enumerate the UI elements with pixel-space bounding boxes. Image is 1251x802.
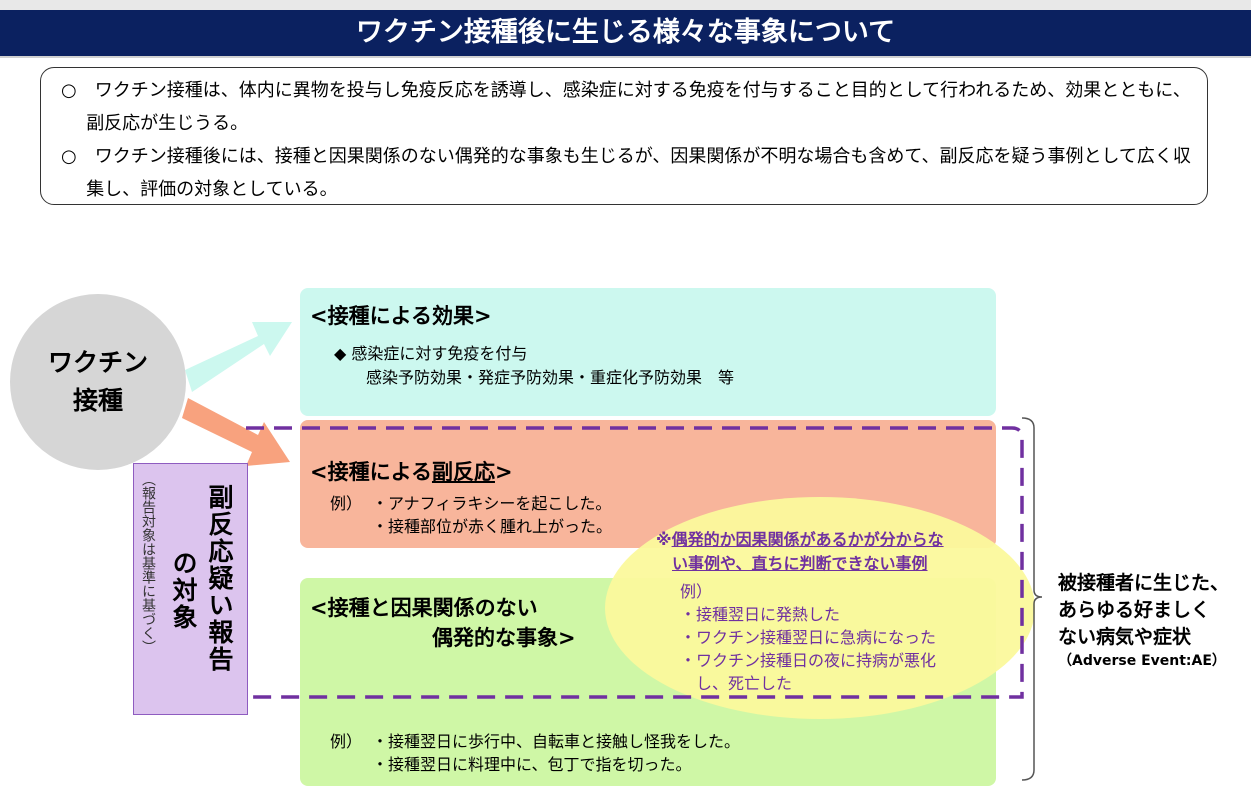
unclear-title: ※偶発的か因果関係があるかが分からな い事例や、直ちに判断できない事例	[656, 528, 944, 576]
adverse-title-post: >	[494, 460, 513, 484]
unclear-example-2: ・ワクチン接種翌日に急病になった	[680, 628, 937, 647]
adverse-title-pre: <接種による	[310, 460, 432, 484]
circle-line-2: 接種	[72, 386, 123, 415]
unclear-example-3: ・ワクチン接種日の夜に持病が悪化	[680, 651, 937, 670]
adverse-title-underlined: 副反応	[431, 460, 495, 484]
effect-box: <接種による効果> ◆ 感染症に対す免疫を付与 感染予防効果・発症予防効果・重症…	[300, 288, 996, 416]
report-label-sub: （報告対象は基準に基づく）	[140, 472, 156, 654]
coincidental-example-2: ・接種翌日に料理中に、包丁で指を切った。	[372, 755, 692, 774]
ae-line-2: あらゆる好ましく	[1058, 599, 1211, 621]
effect-bullet: ◆ 感染症に対す免疫を付与	[334, 344, 528, 363]
coincidental-example-1: ・接種翌日に歩行中、自転車と接触し怪我をした。	[372, 732, 741, 751]
unclear-example-label: 例）	[680, 582, 713, 601]
adverse-example-1: ・アナフィラキシーを起こした。	[372, 494, 612, 513]
vaccination-circle: ワクチン接種	[10, 294, 186, 470]
top-strip	[0, 0, 1251, 10]
unclear-title-1: 偶発的か因果関係があるかが分からな	[671, 530, 944, 549]
intro-paragraph-1: ○ ワクチン接種は、体内に異物を投与し免疫反応を誘導し、感染症に対する免疫を付与…	[61, 80, 1191, 134]
report-label-main-2: の対象	[169, 550, 198, 631]
page-title: ワクチン接種後に生じる様々な事象について	[0, 10, 1251, 58]
ae-english: （Adverse Event:AE）	[1058, 653, 1226, 669]
report-target-label: 副反応疑い報告 の対象 （報告対象は基準に基づく）	[133, 463, 248, 715]
unclear-cases-ellipse	[605, 497, 1035, 719]
ae-line-1: 被接種者に生じた、	[1058, 572, 1230, 594]
adverse-event-definition: 被接種者に生じた、 あらゆる好ましく ない病気や症状 （Adverse Even…	[1058, 570, 1229, 671]
ae-bracket	[1021, 417, 1043, 781]
coincidental-title-1: <接種と因果関係のない	[310, 596, 538, 620]
unclear-example-3-cont: し、死亡した	[696, 674, 793, 693]
effect-title: <接種による効果>	[310, 304, 492, 328]
intro-paragraph-2: ○ ワクチン接種後には、接種と因果関係のない偶発的な事象も生じるが、因果関係が不…	[61, 146, 1191, 200]
adverse-title: <接種による副反応>	[310, 456, 513, 486]
intro-box: ○ ワクチン接種は、体内に異物を投与し免疫反応を誘導し、感染症に対する免疫を付与…	[40, 67, 1208, 205]
adverse-arrow	[182, 398, 290, 466]
circle-line-1: ワクチン	[47, 348, 148, 377]
adverse-example-label: 例）	[330, 494, 363, 513]
report-label-main-1: 副反応疑い報告	[205, 484, 234, 673]
coincidental-example-label: 例）	[330, 732, 363, 751]
note-mark: ※	[656, 530, 672, 549]
adverse-example-2: ・接種部位が赤く腫れ上がった。	[372, 517, 613, 536]
unclear-example-1: ・接種翌日に発熱した	[680, 605, 841, 624]
effect-arrow	[185, 322, 292, 392]
ae-line-3: ない病気や症状	[1058, 626, 1192, 648]
coincidental-title-2: 偶発的な事象>	[432, 626, 576, 650]
unclear-title-2: い事例や、直ちに判断できない事例	[672, 554, 928, 573]
effect-detail: 感染予防効果・発症予防効果・重症化予防効果 等	[366, 368, 735, 387]
